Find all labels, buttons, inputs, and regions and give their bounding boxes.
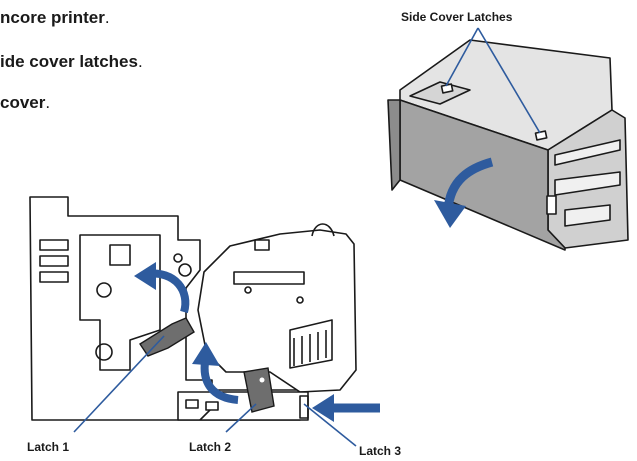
latch-1-arrowhead [134,262,156,290]
latch-3-arrowhead [312,394,334,422]
latch-3-leader [303,403,357,447]
latch-2-arrowhead [192,342,220,366]
latch-2-leader [225,403,257,433]
instruction-step-3: cover. [0,93,51,112]
latch-2-block [243,367,275,413]
latch-1-leader [73,335,165,433]
cover-open-arrowhead [434,200,466,228]
printer-cover-body [197,229,357,393]
cover-open-arrow [443,157,494,211]
side-cover-latches-label: Side Cover Latches [401,10,513,24]
instruction-step-1: ncore printer. [0,8,110,27]
latch-mark-right [534,130,548,141]
side-cover-latches-leaders [445,27,541,134]
instruction-step-2-bold: ide cover latches [0,52,138,71]
latch-2-label: Latch 2 [189,440,232,454]
latch-1-label: Latch 1 [27,440,70,454]
printer-side-view [29,196,357,421]
instruction-step-3-bold: cover [0,93,46,112]
instruction-step-2: ide cover latches. [0,52,143,71]
instruction-step-1-bold: ncore printer [0,8,105,27]
printer-perspective-drawing [387,39,629,251]
latch-3-label: Latch 3 [359,444,402,458]
